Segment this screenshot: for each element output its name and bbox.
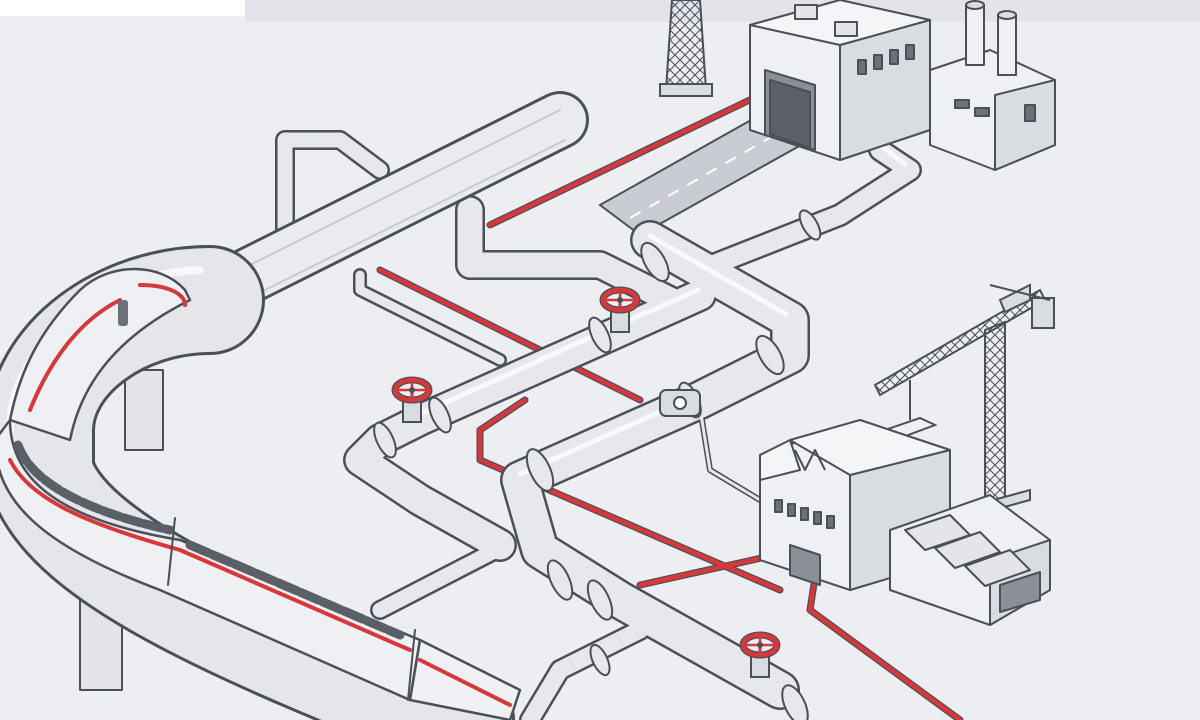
- viaduct-pillars: [79, 369, 164, 691]
- pipe-coupling: [798, 209, 822, 241]
- pipe-coupling: [373, 421, 397, 459]
- pipe-coupling: [640, 241, 670, 283]
- transmission-tower-icon: [659, 0, 713, 97]
- pipe-coupling: [586, 579, 614, 621]
- pipe-coupling: [781, 684, 809, 720]
- factory-icon: [749, 0, 1056, 171]
- bullet-train-icon: [0, 267, 522, 720]
- pipe-coupling: [589, 643, 611, 677]
- pipe-coupling: [525, 448, 555, 492]
- valve-handwheel-icon: [391, 376, 433, 423]
- valve-handwheel-icon: [739, 631, 781, 678]
- train-door: [118, 300, 128, 326]
- pipe-coupling: [428, 396, 452, 434]
- pipe-coupling: [755, 334, 785, 376]
- sky-band: [245, 0, 1200, 22]
- warehouse-icon: [759, 419, 1051, 626]
- pipe-coupling: [546, 559, 574, 601]
- valve-handwheel-icon: [599, 286, 641, 333]
- tower-crane-icon: [873, 283, 1055, 517]
- valve-group: [391, 286, 781, 678]
- pipe-coupling: [588, 316, 612, 354]
- flow-meter-icon: [659, 389, 701, 417]
- top-left-panel: [0, 0, 245, 16]
